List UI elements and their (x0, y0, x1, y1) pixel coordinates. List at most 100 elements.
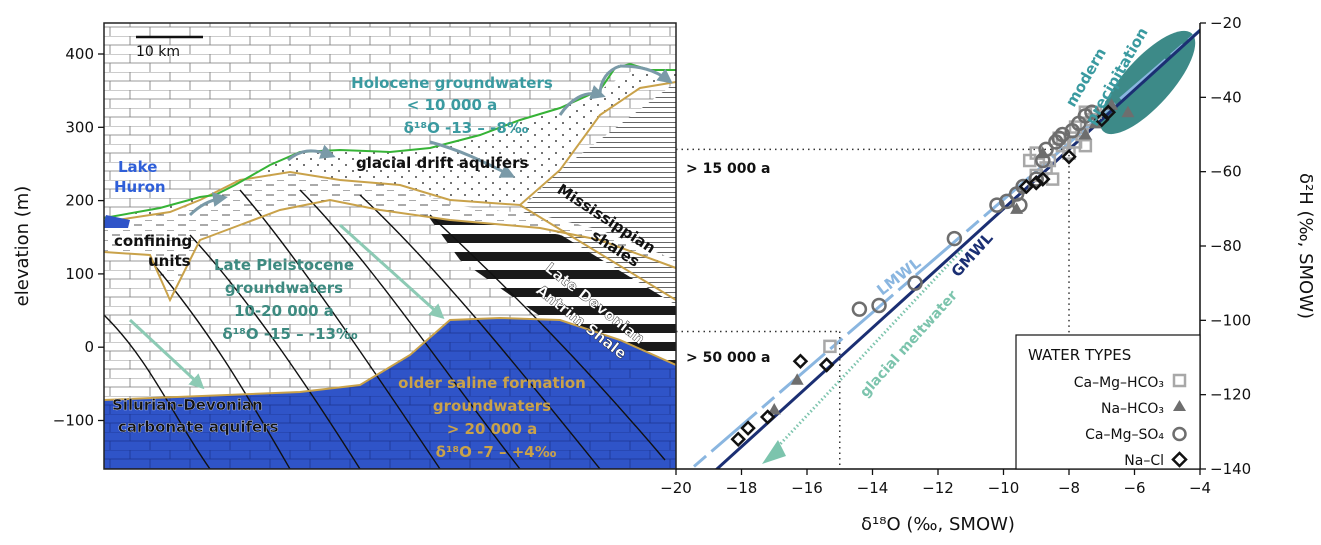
data-point-diamond (730, 431, 746, 448)
elevation-tick-label: 200 (65, 192, 94, 210)
data-point-circle (1038, 141, 1054, 158)
cross-section: 10 km 400 300 200 100 0 −100 elevation (m) La… (12, 22, 677, 470)
x-tick-label: −10 (988, 479, 1020, 497)
x-tick-label: −6 (1123, 479, 1145, 497)
late-pleistocene-label: 10-20 000 a (234, 302, 334, 320)
confining-unit (104, 172, 676, 300)
legend-entry: Ca–Mg–HCO₃ (1074, 375, 1164, 391)
elevation-axis-label: elevation (m) (12, 186, 33, 307)
scale-bar-label: 10 km (136, 44, 180, 60)
legend-diamond-marker (1171, 451, 1188, 468)
x-tick-label: −4 (1189, 479, 1211, 497)
lake-label: Lake (118, 158, 157, 176)
fracture-lines (104, 189, 666, 469)
meltwater-arrow (768, 248, 964, 457)
cross-section-frame (103, 22, 677, 470)
data-point-diamond (1100, 104, 1117, 120)
data-point-diamond (1028, 175, 1045, 191)
older-saline-label: older saline formation (398, 374, 586, 392)
data-point-circle (1015, 178, 1031, 195)
legend-entry: Na–HCO₃ (1101, 401, 1164, 417)
late-pleistocene-label: Late Pleistocene (214, 256, 354, 274)
elevation-tick-label: 400 (65, 45, 94, 63)
data-point-diamond (1093, 111, 1110, 128)
legend-entry: Na–Cl (1124, 453, 1164, 469)
data-point-circle (1077, 108, 1094, 124)
y-tick-label: −40 (1210, 88, 1242, 106)
elevation-tick-label: 300 (65, 118, 94, 136)
older-saline-label: δ¹⁸O -7 – +4‰ (436, 443, 557, 461)
late-pleistocene-label: groundwaters (225, 279, 343, 297)
holocene-label: < 10 000 a (407, 96, 498, 114)
data-point-diamond (740, 420, 756, 436)
data-point-circle (1012, 197, 1028, 213)
holocene-label: δ¹⁸O -13 – -8‰ (404, 119, 529, 137)
glacial-drift (104, 70, 676, 222)
silurian-label: Silurian-Devonian (112, 396, 263, 414)
y-axis-label: δ²H (‰, SMOW) (1295, 173, 1316, 319)
data-point-diamond (759, 409, 776, 425)
meltwater-arrowhead (762, 440, 786, 464)
legend-title: WATER TYPES (1028, 346, 1131, 364)
data-point-circle (907, 275, 923, 291)
confining-label: confining (114, 232, 192, 250)
y-tick-label: −80 (1210, 237, 1242, 255)
x-tick-label: −14 (857, 479, 889, 497)
late-pleistocene-label: δ¹⁸O -15 – -13‰ (222, 325, 358, 343)
legend: WATER TYPES Ca–Mg–HCO₃ Na–HCO₃ Ca–Mg–SO₄… (1015, 334, 1201, 470)
data-point-diamond (792, 353, 809, 369)
confining-label: units (148, 252, 191, 270)
legend-entry: Ca–Mg–SO₄ (1085, 427, 1164, 443)
legend-circle-marker (1172, 426, 1187, 442)
y-tick-label: −120 (1210, 386, 1251, 404)
x-tick-label: −16 (791, 479, 823, 497)
data-point-square (823, 339, 837, 354)
flow-arrows (128, 64, 673, 390)
glacial-drift-label: glacial drift aquifers (356, 154, 528, 172)
data-point-circle (1054, 126, 1071, 143)
saline-formation (104, 318, 676, 469)
lake-huron (104, 215, 130, 228)
elevation-tick-label: 100 (65, 265, 94, 283)
legend-box (1015, 334, 1201, 470)
lmwl-line (688, 28, 1200, 469)
age-50000-label: > 50 000 a (686, 350, 771, 366)
lake-label: Huron (114, 178, 166, 196)
data-point-diamond (818, 357, 835, 373)
data-points (730, 98, 1135, 448)
data-point-circle (989, 197, 1005, 213)
data-point-diamond (1035, 171, 1051, 187)
y-tick-label: −140 (1210, 460, 1251, 478)
elevation-tick-label: 0 (84, 338, 94, 356)
older-saline-label: > 20 000 a (447, 420, 538, 438)
data-point-diamond (1061, 149, 1077, 165)
x-tick-label: −12 (922, 479, 954, 497)
x-axis: −20 −18 −16 −14 −12 −10 −8 −6 −4 (660, 469, 1211, 497)
data-point-circle (871, 297, 887, 314)
age-15000-label: > 15 000 a (686, 161, 771, 177)
older-saline-label: groundwaters (433, 397, 551, 415)
y-tick-label: −20 (1210, 14, 1242, 32)
x-tick-label: −18 (726, 479, 758, 497)
data-point-circle (1051, 130, 1067, 146)
isotope-plot: −20 −18 −16 −14 −12 −10 −8 −6 −4 −20 −40 −60 −80 −10… (660, 14, 1316, 535)
data-point-triangle (1078, 128, 1092, 140)
elevation-axis: 400 300 200 100 0 −100 (53, 45, 104, 430)
legend-triangle-marker (1173, 400, 1186, 411)
data-point-triangle (1088, 116, 1102, 129)
data-point-circle (851, 301, 868, 317)
elevation-tick-label: −100 (53, 412, 94, 430)
data-point-circle (1028, 171, 1044, 187)
silurian-label: carbonate aquifers (118, 418, 279, 436)
holocene-label: Holocene groundwaters (351, 74, 553, 92)
x-axis-label: δ¹⁸O (‰, SMOW) (861, 514, 1015, 535)
data-point-triangle (767, 403, 781, 415)
y-tick-label: −100 (1210, 311, 1251, 329)
data-point-triangle (1121, 105, 1135, 118)
x-tick-label: −8 (1058, 479, 1080, 497)
gmwl-line (714, 28, 1200, 469)
y-tick-label: −60 (1210, 163, 1242, 181)
data-point-triangle (790, 373, 804, 385)
x-tick-label: −20 (660, 479, 692, 497)
